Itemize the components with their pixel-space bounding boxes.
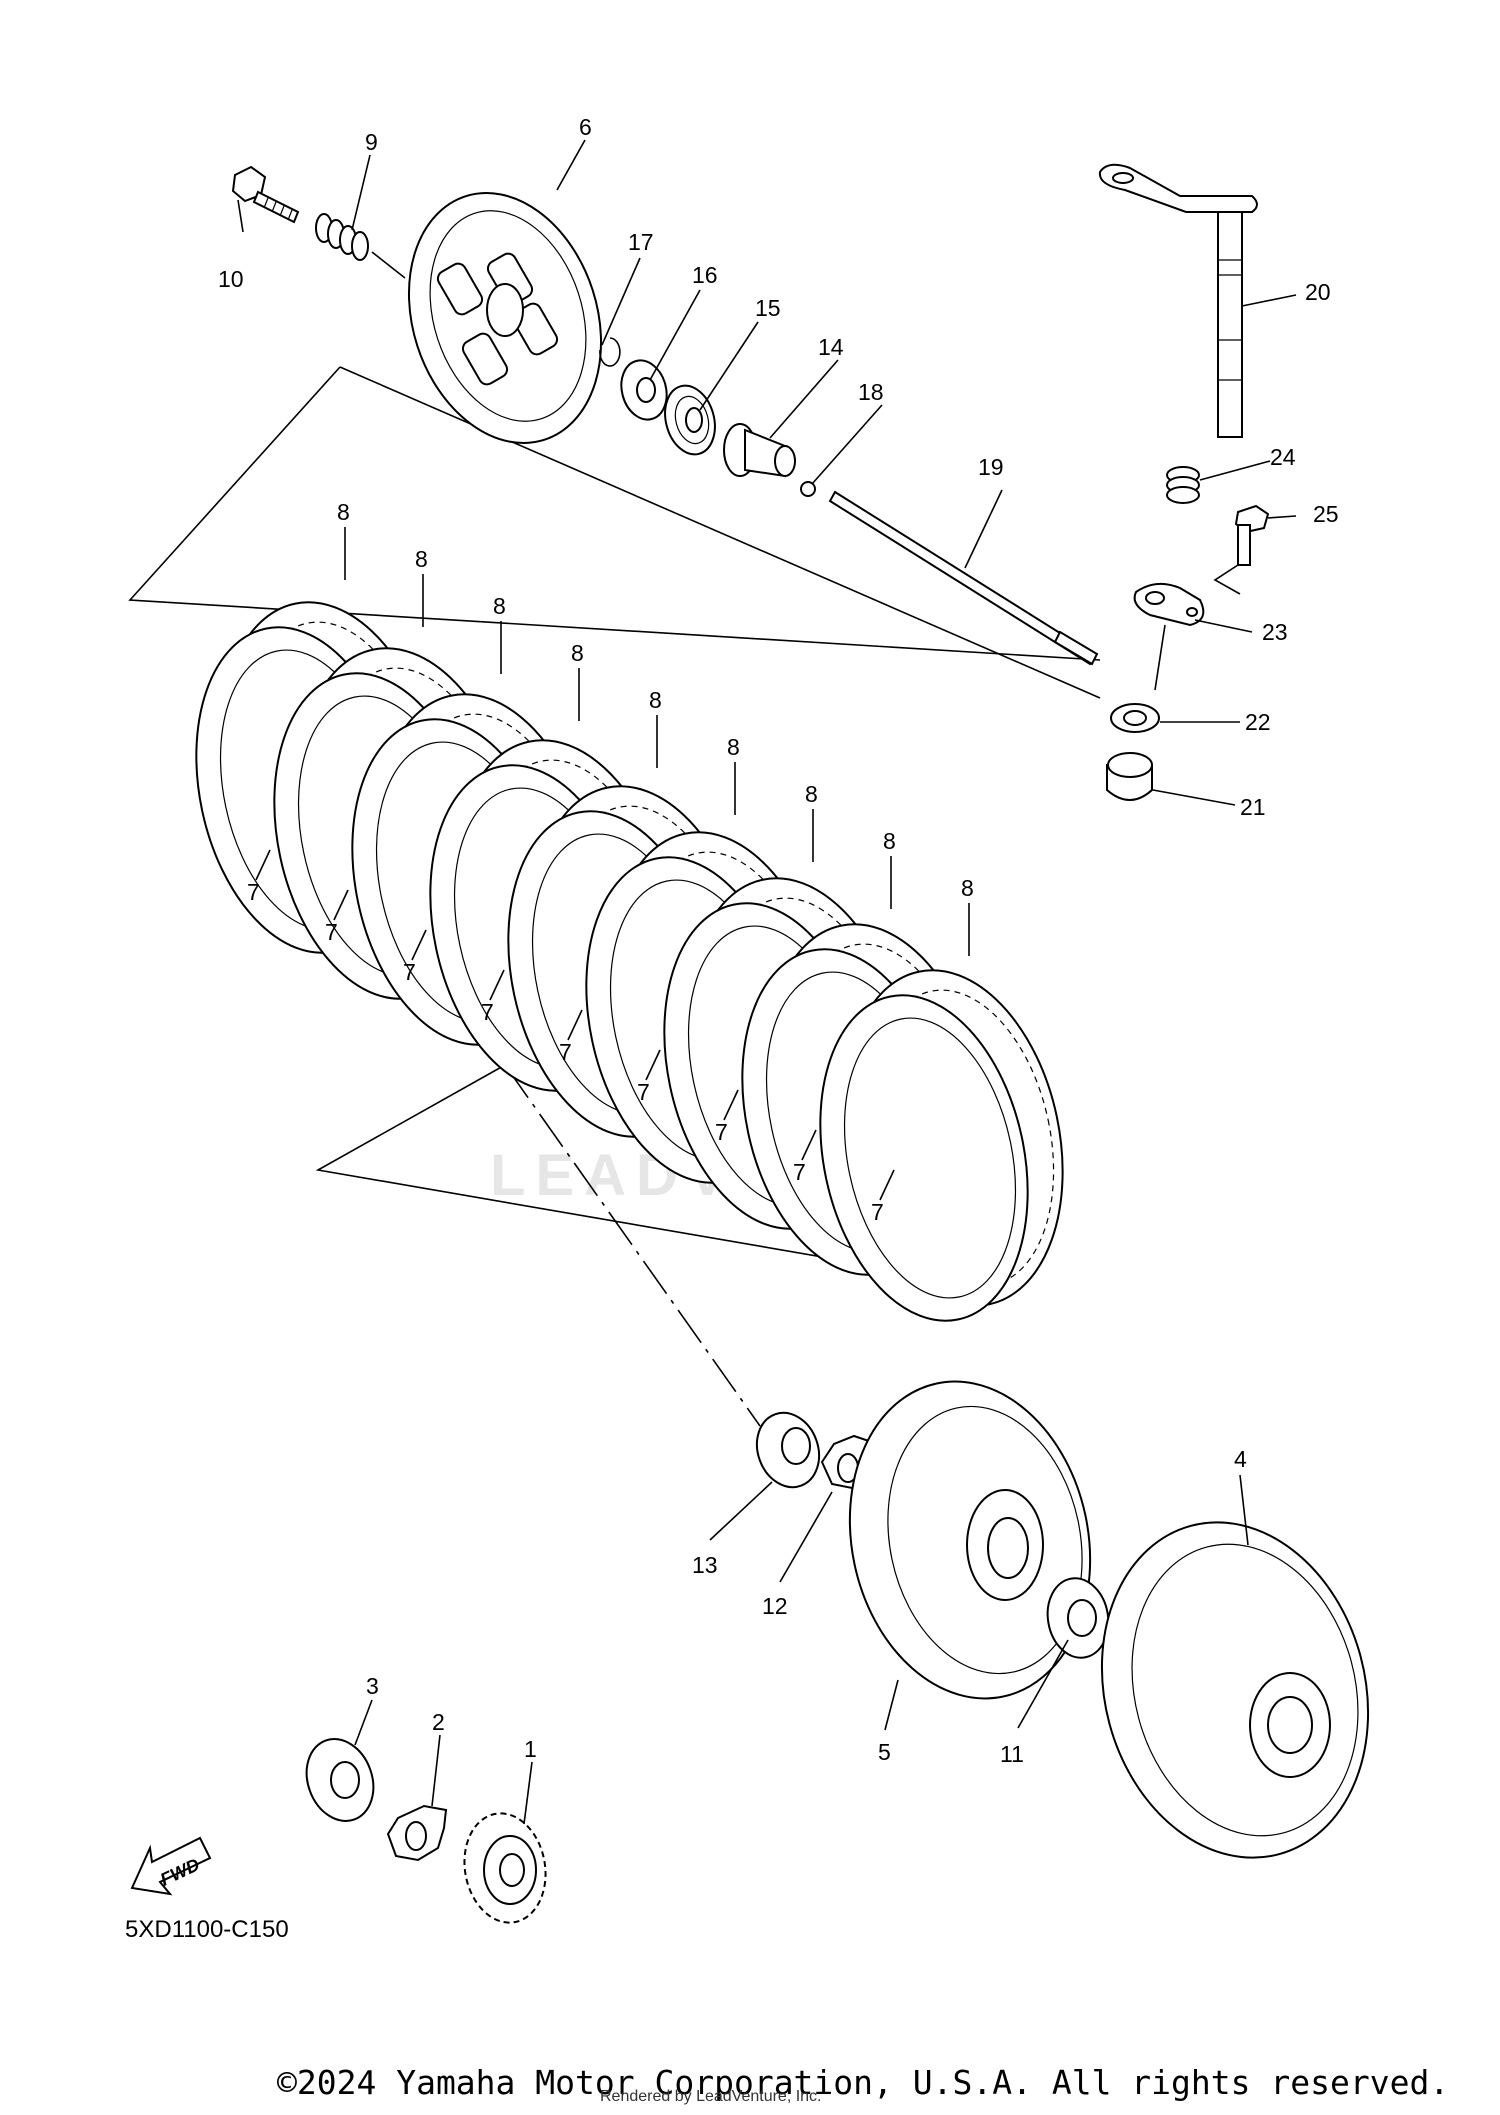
callout-1: 1 xyxy=(524,1736,537,1762)
part-16-washer xyxy=(620,359,668,421)
part-24-torsion-spring xyxy=(1166,466,1200,504)
callout-16: 16 xyxy=(692,262,718,288)
callout-7: 7 xyxy=(715,1119,728,1145)
part-14-push-rod xyxy=(723,423,796,478)
callout-5: 5 xyxy=(878,1739,891,1765)
plate-callouts: 8 7 8 7 8 7 8 7 8 7 8 7 8 7 8 7 8 7 xyxy=(247,499,974,1225)
part-17-circlip xyxy=(599,337,621,367)
callout-17: 17 xyxy=(628,229,654,255)
callout-labels: 1 2 3 4 5 6 9 10 11 12 13 14 15 16 17 18… xyxy=(218,114,1339,1767)
callout-3: 3 xyxy=(366,1673,379,1699)
callout-7: 7 xyxy=(403,959,416,985)
callout-7: 7 xyxy=(247,879,260,905)
callout-15: 15 xyxy=(755,295,781,321)
callout-8: 8 xyxy=(337,499,350,525)
callout-7: 7 xyxy=(559,1039,572,1065)
diagram-code: 5XD1100-C150 xyxy=(125,1916,289,1943)
callout-10: 10 xyxy=(218,266,244,292)
callout-7: 7 xyxy=(637,1079,650,1105)
callout-6: 6 xyxy=(579,114,592,140)
part-3-nut xyxy=(305,1738,375,1822)
callout-8: 8 xyxy=(727,734,740,760)
leader-lines xyxy=(237,139,1297,1825)
callout-24: 24 xyxy=(1270,444,1296,470)
part-19-push-rod-long xyxy=(828,490,1099,666)
part-5-clutch-boss xyxy=(848,1380,1092,1700)
callout-7: 7 xyxy=(793,1159,806,1185)
part-1-primary-drive-gear xyxy=(463,1812,547,1924)
callout-18: 18 xyxy=(858,379,884,405)
rendered-by-notice: Rendered by LeadVenture, Inc. xyxy=(600,2088,822,2105)
callout-12: 12 xyxy=(762,1593,788,1619)
callout-14: 14 xyxy=(818,334,844,360)
callout-8: 8 xyxy=(415,546,428,572)
callout-23: 23 xyxy=(1262,619,1288,645)
callout-8: 8 xyxy=(883,828,896,854)
callout-19: 19 xyxy=(978,454,1004,480)
part-15-bearing xyxy=(664,384,716,456)
callout-25: 25 xyxy=(1313,501,1339,527)
callout-21: 21 xyxy=(1240,794,1266,820)
part-21-bushing xyxy=(1106,752,1153,801)
callout-20: 20 xyxy=(1305,279,1331,305)
callout-7: 7 xyxy=(481,999,494,1025)
part-25-bolt xyxy=(1234,504,1270,566)
part-2-lock-washer xyxy=(386,1804,448,1862)
part-20-push-lever-shaft xyxy=(1098,163,1258,438)
callout-8: 8 xyxy=(961,875,974,901)
callout-22: 22 xyxy=(1245,709,1271,735)
part-6-pressure-plate xyxy=(407,191,603,445)
part-9-spring xyxy=(315,213,369,261)
part-13-nut xyxy=(755,1411,821,1489)
assembly-outline xyxy=(128,366,1101,1427)
callout-8: 8 xyxy=(571,640,584,666)
part-10-bolt xyxy=(231,165,300,224)
callout-8: 8 xyxy=(649,687,662,713)
callout-11: 11 xyxy=(1000,1741,1024,1767)
fwd-arrow-icon: FWD xyxy=(130,1836,212,1896)
callout-7: 7 xyxy=(871,1199,884,1225)
copyright-notice: ©2024 Yamaha Motor Corporation, U.S.A. A… xyxy=(277,2063,1450,2102)
steel-plate xyxy=(819,994,1029,1322)
part-23-plate xyxy=(1133,582,1205,627)
callout-2: 2 xyxy=(432,1709,445,1735)
callout-7: 7 xyxy=(325,919,338,945)
clutch-plate-stack xyxy=(195,601,1064,1322)
callout-9: 9 xyxy=(365,129,378,155)
callout-8: 8 xyxy=(805,781,818,807)
callout-8: 8 xyxy=(493,593,506,619)
part-4-clutch-housing xyxy=(1100,1521,1370,1859)
callout-4: 4 xyxy=(1234,1446,1247,1472)
part-11-thrust-washer xyxy=(1046,1577,1110,1659)
part-18-ball xyxy=(800,481,816,497)
callout-13: 13 xyxy=(692,1552,718,1578)
part-22-oil-seal xyxy=(1110,703,1160,733)
